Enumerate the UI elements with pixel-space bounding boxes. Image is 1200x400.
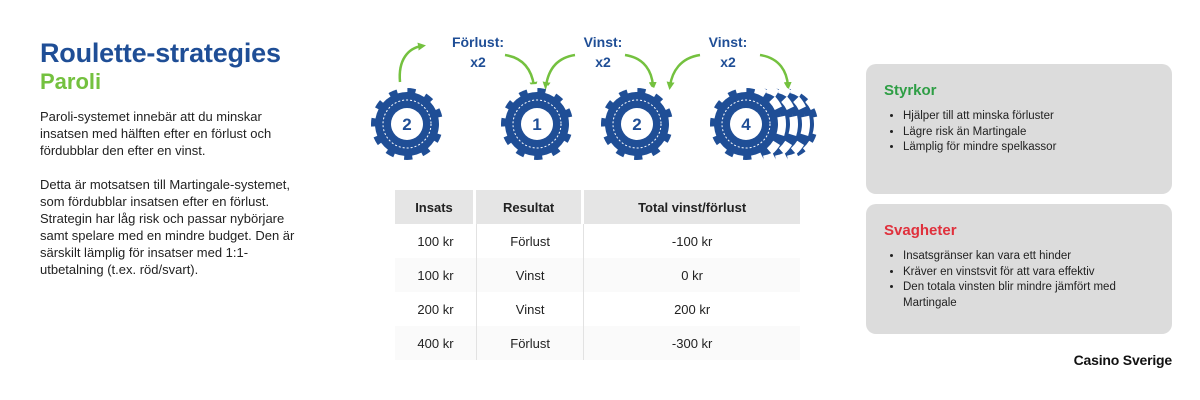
list-item: Kräver en vinstsvit för att vara effekti… [903, 265, 1154, 281]
arrow-icon [666, 53, 701, 90]
chip-stack-icon: 4 [710, 88, 818, 160]
chip-icon: 1 [501, 88, 573, 160]
arrow-icon [542, 53, 576, 90]
arrow-icon [398, 42, 426, 83]
table-cell: Vinst [475, 258, 585, 292]
brand-logo: Casino Sverige [1073, 352, 1173, 368]
chip-value: 4 [741, 115, 751, 134]
step-label-text: Vinst: [583, 34, 623, 50]
weaknesses-panel: Svagheter Insatsgränser kan vara ett hin… [866, 204, 1172, 334]
table-cell: Förlust [475, 326, 585, 360]
table-header-row: Insats Resultat Total vinst/förlust [395, 190, 800, 224]
weaknesses-list: Insatsgränser kan vara ett hinder Kräver… [884, 249, 1154, 311]
table-header-cell: Insats [395, 190, 476, 224]
step-label-multiplier: x2 [595, 54, 611, 70]
table-cell: 100 kr [395, 224, 476, 258]
table-row: 200 kr Vinst 200 kr [395, 292, 800, 326]
weaknesses-title: Svagheter [884, 222, 957, 239]
strategy-steps: 2 1 2 4 Förlust: x2 Vinst: x2 Vin [350, 20, 850, 170]
list-item: Lämplig för mindre spelkassor [903, 140, 1154, 156]
steps-graphic: 2 1 2 4 [350, 42, 850, 170]
arrow-icon [504, 53, 538, 90]
page-title: Roulette-strategies [40, 38, 281, 68]
chip-value: 1 [532, 115, 541, 134]
list-item: Insatsgränser kan vara ett hinder [903, 249, 1154, 265]
step-label-text: Vinst: [708, 34, 748, 50]
arrow-icon [624, 53, 657, 90]
results-table: Insats Resultat Total vinst/förlust 100 … [395, 190, 800, 360]
chip-icon: 2 [371, 88, 443, 160]
step-label: Vinst: x2 [688, 32, 768, 72]
description: Paroli-systemet innebär att du minskar i… [40, 108, 310, 295]
step-label: Förlust: x2 [438, 32, 518, 72]
step-label-multiplier: x2 [470, 54, 486, 70]
description-paragraph: Paroli-systemet innebär att du minskar i… [40, 109, 272, 158]
chip-value: 2 [632, 115, 641, 134]
table-cell: Vinst [475, 292, 585, 326]
page-subtitle: Paroli [40, 69, 102, 94]
strengths-panel: Styrkor Hjälper till att minska förluste… [866, 64, 1172, 194]
list-item: Lägre risk än Martingale [903, 125, 1154, 141]
table-cell: 400 kr [395, 326, 476, 360]
table-header-cell: Total vinst/förlust [584, 190, 800, 224]
description-paragraph: Detta är motsatsen till Martingale-syste… [40, 177, 295, 277]
table-cell: 200 kr [584, 292, 800, 326]
step-label-text: Förlust: [451, 34, 505, 50]
table-cell: 0 kr [584, 258, 800, 292]
table-cell: -300 kr [584, 326, 800, 360]
table-cell: 100 kr [395, 258, 476, 292]
table-cell: -100 kr [584, 224, 800, 258]
chip-value: 2 [402, 115, 411, 134]
table-row: 100 kr Vinst 0 kr [395, 258, 800, 292]
list-item: Den totala vinsten blir mindre jämfört m… [903, 280, 1154, 311]
step-label: Vinst: x2 [563, 32, 643, 72]
chip-icon: 2 [601, 88, 673, 160]
step-label-multiplier: x2 [720, 54, 736, 70]
table-cell: Förlust [475, 224, 585, 258]
table-header-cell: Resultat [475, 190, 585, 224]
arrow-icon [759, 53, 792, 90]
list-item: Hjälper till att minska förluster [903, 109, 1154, 125]
table-row: 400 kr Förlust -300 kr [395, 326, 800, 360]
table-cell: 200 kr [395, 292, 476, 326]
strengths-title: Styrkor [884, 82, 937, 99]
strengths-list: Hjälper till att minska förluster Lägre … [884, 109, 1154, 156]
table-row: 100 kr Förlust -100 kr [395, 224, 800, 258]
